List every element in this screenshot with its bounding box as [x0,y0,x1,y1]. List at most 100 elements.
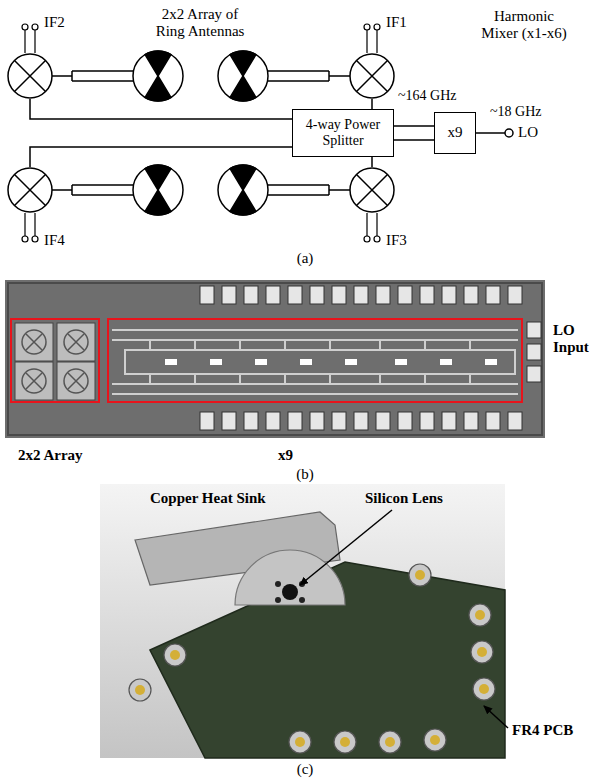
region-label: 2x2 Array [18,447,83,464]
port-label: IF4 [44,232,65,249]
antenna-feed [52,185,134,195]
board-photo [295,737,305,747]
mixer-symbol: IF2 [7,53,53,99]
chip-micrograph [395,359,407,365]
mixer-symbol: IF1 [349,53,395,99]
panel-label: (c) [275,761,335,778]
panel-label: (b) [275,466,335,483]
mixer-cross [357,175,388,206]
chip-micrograph [485,359,497,365]
chip-micrograph [244,286,258,304]
signal-name: LO [518,124,538,141]
chip-micrograph [354,286,368,304]
panel-label: (a) [275,250,335,267]
mixer-symbol: IF3 [349,167,395,213]
chip-micrograph [15,323,95,400]
chip-micrograph [376,412,390,430]
chip-micrograph [310,412,324,430]
board-photo [135,685,145,695]
chip-micrograph [508,412,522,430]
chip-micrograph [420,412,434,430]
annotation: 2x2 Array of Ring Antennas [150,6,250,41]
chip-micrograph [222,412,236,430]
chip-micrograph [8,283,542,435]
board-photo [424,729,446,751]
chip-micrograph [112,330,518,394]
chip-micrograph [300,359,312,365]
antenna-feed [267,71,350,81]
process-box: 4-way Power Splitter [292,109,394,157]
board-photo [475,610,485,620]
chip-micrograph [5,280,545,438]
board-photo [340,737,350,747]
port-label: IF3 [386,232,407,249]
ring-antenna [230,190,256,215]
mixer-circle [8,168,52,212]
chip-micrograph [210,359,222,365]
box-text-wrap: x9 [448,124,463,141]
chip-micrograph [310,286,324,304]
ring-antenna [133,51,183,101]
chip-micrograph [150,374,470,384]
box-text-wrap: 4-way Power Splitter [300,117,386,149]
chip-micrograph [200,412,214,430]
part-name: Copper Heat Sink [150,490,266,507]
chip-micrograph [288,412,302,430]
board-photo [471,641,493,663]
board-photo [469,604,491,626]
board-photo [235,550,345,605]
board-photo [479,684,489,694]
board-photo [477,647,487,657]
part-name: Silicon Lens [365,490,443,507]
chip-micrograph [398,412,412,430]
ring-antenna [218,165,268,215]
chip-micrograph [442,286,456,304]
if-pin [367,213,377,236]
chip-micrograph [345,359,357,365]
chip-micrograph [398,286,412,304]
ring-antenna [218,165,268,215]
region-label: x9 [278,447,293,464]
mixer-circle [350,168,394,212]
ring-antenna [145,76,171,101]
chip-micrograph [26,334,84,389]
chip-micrograph [486,412,500,430]
ring-antenna [218,51,268,101]
ring-antenna [145,190,171,215]
if-pin [25,30,35,53]
board-photo [409,564,431,586]
ring-antenna [218,51,268,101]
chip-micrograph [165,359,497,365]
annotation: Harmonic Mixer (x1-x6) [478,8,570,43]
ring-antenna [230,51,256,76]
antenna-feed [52,71,134,81]
chip-micrograph [165,359,177,365]
if-pin [22,236,28,242]
frequency-label: ~164 GHz [398,88,457,104]
ring-antenna [133,165,183,215]
connector [371,157,373,167]
board-photo [299,597,305,603]
chip-micrograph [464,412,478,430]
mixer-circle [8,54,52,98]
mixer-symbol: IF4 [7,167,53,213]
chip-micrograph [200,286,541,430]
chip-micrograph [22,330,88,393]
board-photo [300,510,392,585]
chip-micrograph [332,412,346,430]
chip-micrograph [464,286,478,304]
chip-micrograph [440,359,452,365]
chip-micrograph [527,366,541,382]
chip-micrograph [125,350,515,374]
highlight-box: 2x2 Array [10,318,100,403]
board-photo [484,706,508,728]
chip-micrograph [376,286,390,304]
board-photo [379,731,401,753]
signal-name: LO Input [553,322,601,357]
board-photo [164,644,186,666]
antenna-feed [267,185,350,195]
port-label: IF1 [386,14,407,31]
box-label: x9 [448,124,463,141]
if-pin [367,30,377,53]
highlight-box: x9 [107,318,523,403]
